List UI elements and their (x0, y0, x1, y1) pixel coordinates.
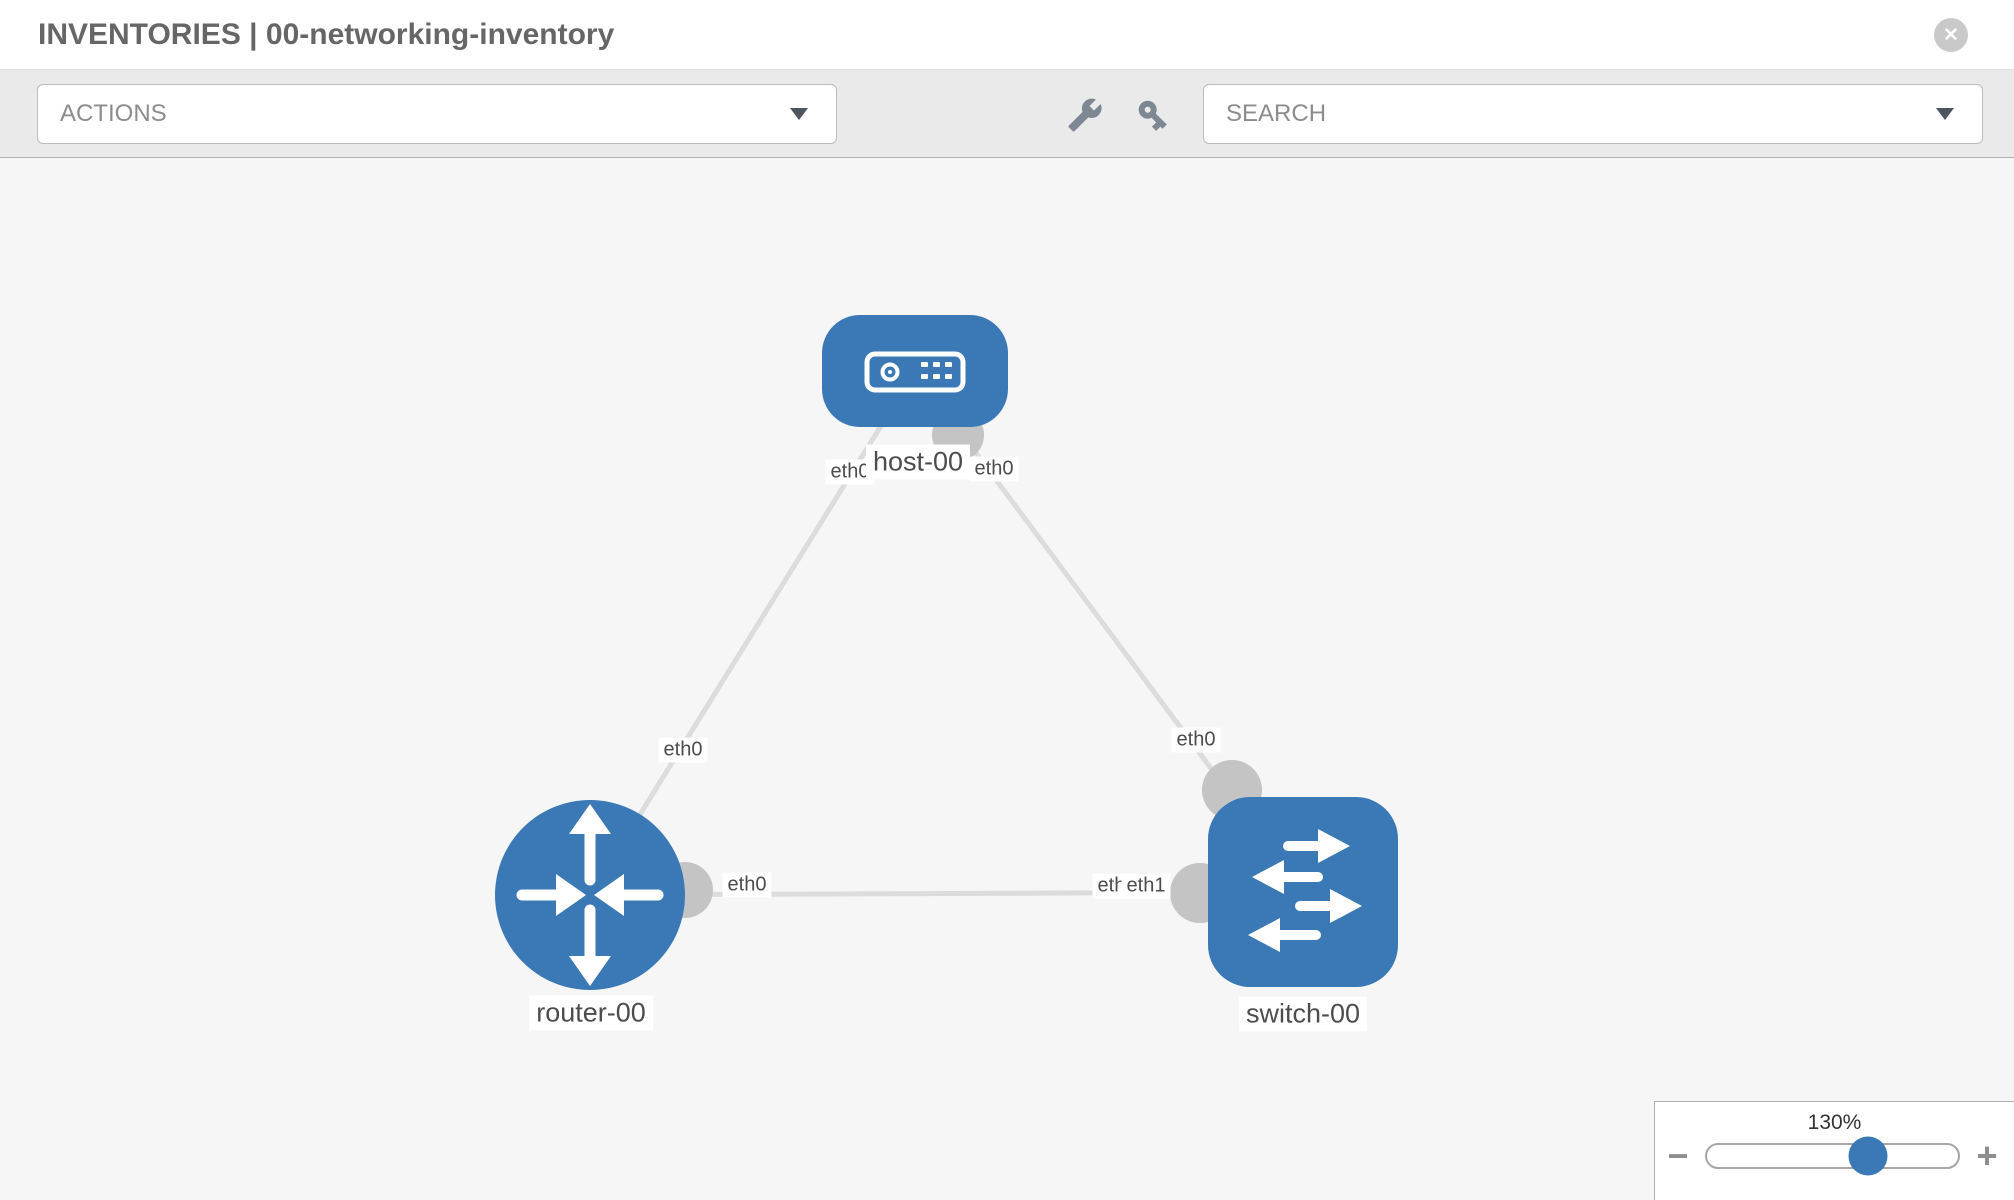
close-icon: ✕ (1943, 24, 1959, 46)
interface-connectors (657, 409, 1262, 923)
iface-label-host-to-switch: eth0 (969, 456, 1019, 482)
switch-icon (1248, 829, 1362, 952)
configure-wrench-button[interactable] (1062, 92, 1108, 138)
node-switch-00[interactable] (1208, 797, 1398, 987)
toolbar: ACTIONS SEARCH (0, 70, 2014, 158)
close-button[interactable]: ✕ (1934, 18, 1968, 52)
zoom-control-panel: 130% − + (1654, 1101, 2014, 1200)
iface-label-switch-to-host: eth0 (1171, 727, 1221, 753)
iface-label-switch-to-router: eth1 (1121, 873, 1171, 899)
node-label-switch-00: switch-00 (1238, 996, 1368, 1032)
chevron-down-icon (1936, 108, 1954, 120)
node-host-00[interactable] (822, 315, 1008, 427)
node-label-router-00: router-00 (529, 995, 653, 1031)
key-button[interactable] (1130, 92, 1176, 138)
zoom-in-button[interactable]: + (1976, 1135, 1998, 1176)
page-title: INVENTORIES | 00-networking-inventory (38, 18, 615, 51)
node-router-00[interactable] (495, 800, 685, 990)
actions-dropdown-value: ACTIONS (60, 100, 167, 127)
node-label-host-00: host-00 (865, 444, 971, 480)
page-header: INVENTORIES | 00-networking-inventory ✕ (0, 0, 2014, 70)
search-dropdown-value: SEARCH (1226, 100, 1327, 127)
iface-label-router-to-switch: eth0 (722, 872, 772, 898)
topology-canvas[interactable]: host-00 router-00 switch-00 eth0 eth0 et… (0, 158, 2014, 1200)
wrench-icon (1068, 98, 1102, 132)
search-dropdown[interactable]: SEARCH (1203, 84, 1983, 144)
iface-label-host-to-router: eth0 (825, 459, 875, 485)
key-icon (1138, 100, 1167, 131)
router-icon (516, 804, 664, 986)
topology-graph (495, 315, 1398, 990)
iface-label-router-to-host: eth0 (658, 737, 708, 763)
actions-dropdown[interactable]: ACTIONS (37, 84, 837, 144)
zoom-out-button[interactable]: − (1667, 1135, 1689, 1176)
edge-host-router (587, 369, 918, 897)
zoom-slider-handle[interactable] (1848, 1136, 1888, 1176)
zoom-level-value: 130% (1807, 1111, 1862, 1134)
chevron-down-icon (790, 108, 808, 120)
zoom-slider-track[interactable] (1705, 1136, 1960, 1176)
host-icon (864, 351, 966, 393)
